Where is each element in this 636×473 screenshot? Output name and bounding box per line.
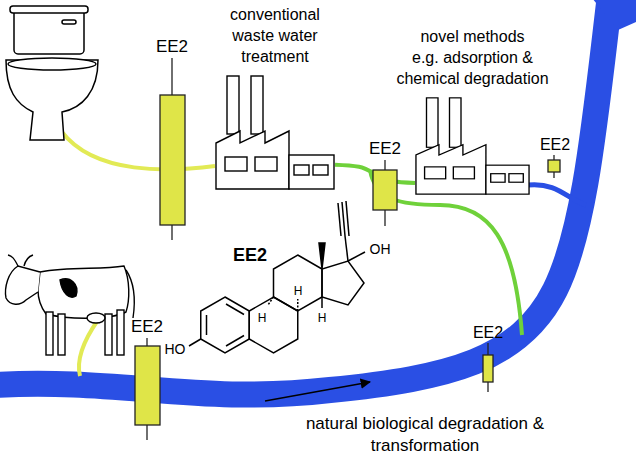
manure-runoff bbox=[79, 320, 98, 376]
clean-pipe bbox=[528, 185, 586, 205]
atom-label: H bbox=[294, 283, 303, 299]
concentration-bar bbox=[135, 338, 160, 440]
ee2-structure bbox=[189, 201, 365, 353]
concentration-bar bbox=[548, 155, 560, 178]
molecule-name: EE2 bbox=[233, 244, 267, 267]
toilet bbox=[6, 6, 98, 140]
bar-label: EE2 bbox=[540, 134, 570, 155]
process-note: natural biological degradation & transfo… bbox=[280, 413, 570, 457]
bar-label: EE2 bbox=[156, 36, 188, 58]
sewage-pipe bbox=[62, 132, 215, 169]
atom-label: H bbox=[258, 310, 267, 326]
concentration-bar bbox=[160, 58, 185, 240]
factory-outline bbox=[215, 75, 335, 190]
bar-label: EE2 bbox=[473, 322, 503, 343]
river bbox=[0, 0, 636, 395]
flow-arrow bbox=[265, 382, 370, 401]
effluent-branch bbox=[370, 170, 522, 335]
treatment-plant: novel methodse.g. adsorption & chemical … bbox=[415, 97, 530, 195]
treatment-plant: conventional waste water treatment bbox=[215, 75, 335, 190]
concentration-bar bbox=[483, 343, 493, 392]
atom-label: H bbox=[318, 310, 327, 326]
plant-label: conventional waste water treatment bbox=[213, 4, 337, 67]
factory-icon bbox=[216, 76, 334, 189]
concentration-bar bbox=[373, 160, 397, 226]
atom-label: HO bbox=[165, 340, 186, 358]
plant-label: novel methods bbox=[388, 26, 558, 47]
atom-label: OH bbox=[370, 240, 391, 258]
plant-heading: conventional waste water treatment bbox=[213, 4, 337, 67]
cow bbox=[6, 255, 135, 355]
bar-label: EE2 bbox=[131, 316, 163, 338]
bar-label: EE2 bbox=[369, 138, 401, 160]
plant-label: e.g. adsorption & chemical degradation bbox=[388, 47, 558, 89]
factory-outline bbox=[415, 97, 530, 195]
plant-heading: novel methodse.g. adsorption & chemical … bbox=[388, 26, 558, 89]
factory-icon bbox=[416, 98, 529, 194]
